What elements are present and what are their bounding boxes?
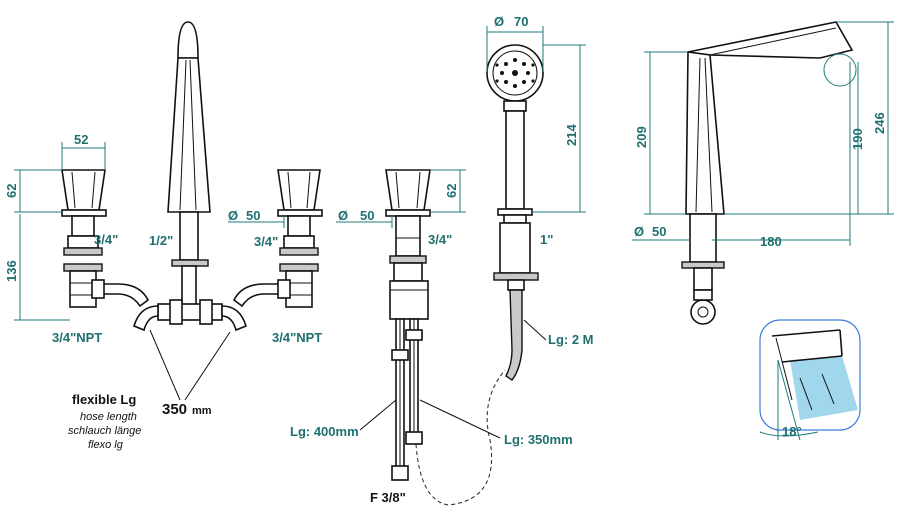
diameter-symbol-b: Ø xyxy=(338,208,348,223)
npt-label-left: 3/4"NPT xyxy=(52,330,102,345)
side-view-spout xyxy=(681,21,857,325)
dim-50-diverter: 50 xyxy=(360,208,374,223)
diameter-symbol-d: Ø xyxy=(634,224,644,239)
detail-view xyxy=(759,319,861,441)
hose-length-unit: mm xyxy=(192,405,212,417)
hose-length-value: 350 xyxy=(162,401,187,418)
hose-note-title: flexible Lg xyxy=(72,392,136,407)
dim-136: 136 xyxy=(4,260,19,282)
hose-note-line-2: schlauch länge xyxy=(68,425,141,437)
dim-angle-18: 18° xyxy=(782,424,802,439)
dim-214: 214 xyxy=(564,124,579,146)
thread-label-spout: 1/2" xyxy=(149,233,173,248)
dim-190: 190 xyxy=(850,128,865,150)
dim-62-diverter: 62 xyxy=(444,184,459,198)
hose-length-400: Lg: 400mm xyxy=(290,424,359,439)
thread-label-shower: 1" xyxy=(540,232,553,247)
dim-70: 70 xyxy=(514,14,528,29)
dim-50-side: 50 xyxy=(652,224,666,239)
diameter-symbol-c: Ø xyxy=(494,14,504,29)
connection-label-f38: F 3/8" xyxy=(370,490,406,505)
right-handle-valve xyxy=(232,169,323,308)
dim-246: 246 xyxy=(872,112,887,134)
left-handle-valve xyxy=(61,169,150,308)
thread-label-right: 3/4" xyxy=(254,234,278,249)
thread-label-left: 3/4" xyxy=(94,232,118,247)
dim-52: 52 xyxy=(74,132,88,147)
npt-label-right: 3/4"NPT xyxy=(272,330,322,345)
hose-length-shower: Lg: 2 M xyxy=(548,332,594,347)
dim-50-right-valve: 50 xyxy=(246,208,260,223)
shower-nozzles xyxy=(495,58,535,88)
hand-shower xyxy=(486,44,544,381)
central-spout xyxy=(133,21,247,332)
diverter-valve xyxy=(385,169,506,506)
hose-note-line-3: flexo lg xyxy=(88,439,124,451)
dim-180: 180 xyxy=(760,234,782,249)
hose-note-line-1: hose length xyxy=(80,411,137,423)
thread-label-diverter: 3/4" xyxy=(428,232,452,247)
dim-209: 209 xyxy=(634,126,649,148)
hose-length-350: Lg: 350mm xyxy=(504,432,573,447)
dimension-lines xyxy=(14,21,894,439)
diameter-symbol-a: Ø xyxy=(228,208,238,223)
dim-62-left: 62 xyxy=(4,184,19,198)
